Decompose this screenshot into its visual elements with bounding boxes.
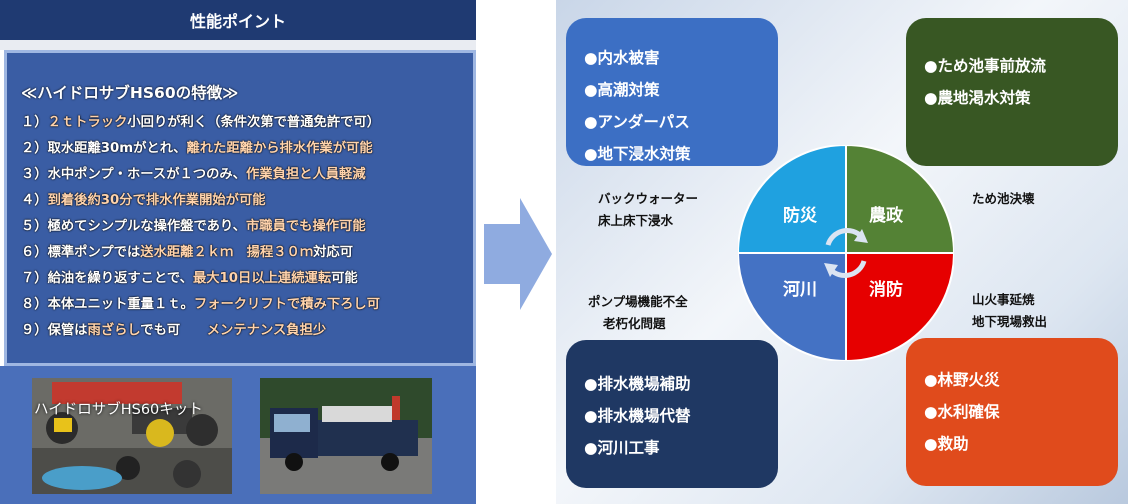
feature-number: ９） [21, 323, 48, 338]
feature-text: 極めてシンプルな操作盤であり、 [47, 219, 246, 234]
feature-text: 水中ポンプ・ホースが１つのみ、 [47, 167, 246, 182]
feature-item: ２）取水距離30mがとれ、離れた距離から排水作業が可能 [21, 137, 373, 156]
section-header-title: 性能ポイント [189, 12, 286, 31]
card-nousei: ●ため池事前放流 ●農地渇水対策 [906, 18, 1118, 166]
quadrant-kasen [738, 252, 847, 361]
feature-highlight: フォークリフトで積み下ろし可 [193, 297, 381, 312]
card-kasen: ●排水機場補助 ●排水機場代替 ●河川工事 [566, 340, 778, 488]
card-bousai: ●内水被害 ●高潮対策 ●アンダーパス ●地下浸水対策 [566, 18, 778, 166]
feature-item: ５）極めてシンプルな操作盤であり、市職員でも操作可能 [21, 215, 366, 234]
label-shoubou-1: 山火事延焼 [972, 292, 1035, 307]
card-item: ●排水機場補助 [584, 375, 691, 393]
truck-photo-image [260, 378, 432, 494]
card-item: ●ため池事前放流 [924, 57, 1047, 75]
feature-title: ≪ハイドロサブHS60の特徴≫ [21, 84, 239, 102]
label-nousei-1: ため池決壊 [972, 191, 1035, 206]
quadrant-diagram: 防災 農政 河川 消防 [738, 145, 954, 361]
feature-number: ３） [21, 167, 48, 182]
arrow-right-icon [484, 198, 552, 310]
feature-highlight: 作業負担と人員軽減 [245, 167, 366, 182]
quadrant-shoubou [845, 252, 954, 361]
feature-highlight: 送水距離２ｋｍ 揚程３０ｍ [140, 245, 314, 260]
cycle-arrows-icon [825, 228, 867, 278]
card-item: ●高潮対策 [584, 81, 660, 99]
feature-item: ３）水中ポンプ・ホースが１つのみ、作業負担と人員軽減 [21, 163, 366, 182]
quadrant-bousai [738, 145, 847, 254]
card-item: ●水利確保 [924, 403, 1000, 421]
card-shoubou: ●林野火災 ●水利確保 ●救助 [906, 338, 1118, 486]
feature-highlight: 離れた距離から排水作業が可能 [186, 141, 373, 156]
feature-number: ４） [21, 193, 48, 208]
feature-panel: ≪ハイドロサブHS60の特徴≫ １）２ｔトラック小回りが利く（条件次第で普通免許… [4, 50, 476, 366]
feature-number: ２） [21, 141, 48, 156]
feature-text: 保管は [47, 323, 88, 338]
feature-item: ６）標準ポンプでは送水距離２ｋｍ 揚程３０ｍ対応可 [21, 241, 353, 260]
kit-photo-caption: ハイドロサブHS60キット [34, 402, 203, 418]
feature-text: 可能 [331, 271, 358, 286]
card-item: ●救助 [924, 435, 969, 453]
label-bousai-1: バックウォーター [598, 191, 699, 206]
feature-item: ７）給油を繰り返すことで、最大10日以上連続運転可能 [21, 267, 358, 286]
label-bousai-2: 床上床下浸水 [598, 213, 674, 228]
card-item: ●アンダーパス [584, 113, 690, 131]
label-shoubou-2: 地下現場救出 [972, 314, 1048, 329]
feature-highlight: 雨ざらし [87, 323, 141, 338]
feature-highlight: メンテナンス負担少 [206, 323, 327, 338]
feature-number: １） [21, 115, 48, 130]
quadrant-label-shoubou: 消防 [869, 279, 903, 300]
feature-highlight: ２ｔトラック [47, 115, 128, 130]
truck-photo [260, 378, 432, 494]
feature-number: ６） [21, 245, 48, 260]
quadrant-label-kasen: 河川 [783, 280, 817, 300]
card-item: ●内水被害 [584, 49, 660, 67]
feature-highlight: 市職員でも操作可能 [245, 219, 366, 234]
kit-photo: ハイドロサブHS60キット [32, 378, 232, 494]
feature-item: ８）本体ユニット重量１ｔ。フォークリフトで積み下ろし可 [21, 293, 380, 312]
feature-text: 小回りが利く（条件次第で普通免許で可） [127, 115, 381, 130]
card-item: ●河川工事 [584, 439, 660, 457]
feature-number: ５） [21, 219, 48, 234]
card-item: ●農地渇水対策 [924, 89, 1031, 107]
label-kasen-2: 老朽化問題 [603, 316, 666, 331]
label-kasen-1: ポンプ場機能不全 [588, 294, 688, 309]
card-item: ●排水機場代替 [584, 407, 691, 425]
feature-text: 取水距離30mがとれ、 [47, 141, 187, 156]
feature-highlight: 最大10日以上連続運転 [192, 271, 332, 286]
quadrant-label-nousei: 農政 [869, 205, 904, 226]
feature-number: ７） [21, 271, 48, 286]
quadrant-nousei [845, 145, 954, 254]
feature-item: １）２ｔトラック小回りが利く（条件次第で普通免許で可） [21, 111, 380, 130]
feature-number: ８） [21, 297, 48, 312]
feature-item: ４）到着後約30分で排水作業開始が可能 [21, 189, 266, 208]
feature-text: 標準ポンプでは [47, 245, 141, 260]
feature-text: 本体ユニット重量１ｔ。 [47, 297, 194, 312]
quadrant-label-bousai: 防災 [783, 205, 818, 226]
feature-text: でも可 [140, 323, 207, 338]
feature-text: 対応可 [313, 245, 354, 260]
kit-photo-image [32, 378, 232, 494]
section-header: 性能ポイント [0, 0, 476, 40]
card-item: ●地下浸水対策 [584, 145, 691, 163]
feature-item: ９）保管は雨ざらしでも可 メンテナンス負担少 [21, 319, 326, 338]
divider [0, 40, 476, 50]
feature-text: 給油を繰り返すことで、 [47, 271, 193, 286]
feature-highlight: 到着後約30分で排水作業開始が可能 [47, 193, 266, 208]
card-item: ●林野火災 [924, 371, 1000, 389]
